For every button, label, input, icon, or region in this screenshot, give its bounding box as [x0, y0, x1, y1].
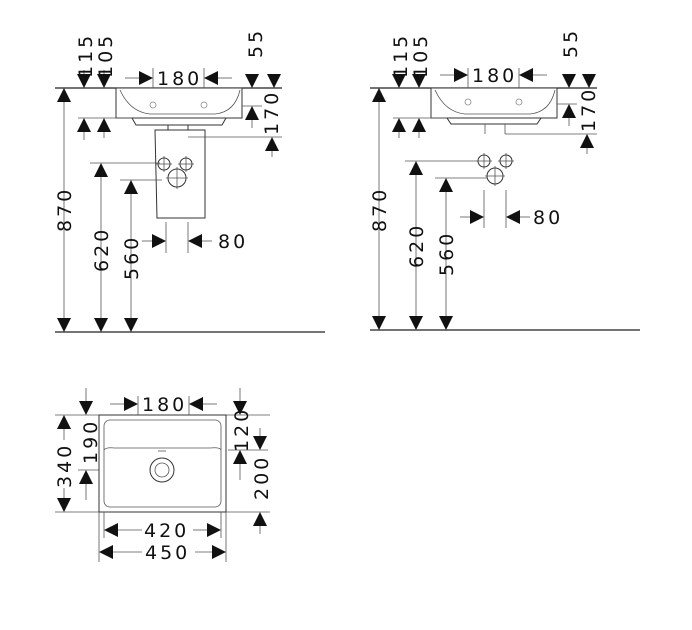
dim-620: 620: [91, 227, 113, 272]
dim-180: 180: [472, 65, 517, 87]
dim-190: 190: [80, 419, 102, 464]
dim-340: 340: [54, 443, 76, 488]
dim-105: 105: [410, 33, 432, 78]
dim-180: 180: [157, 68, 202, 90]
dim-55: 55: [245, 28, 267, 58]
dim-450: 450: [145, 542, 190, 564]
dim-115: 115: [75, 33, 97, 78]
dim-200: 200: [251, 455, 273, 500]
dim-80: 80: [218, 231, 248, 253]
front-view-pedestal: 870 620 560 115 105 180 55 170 80: [54, 28, 325, 333]
dim-170: 170: [578, 87, 600, 132]
dim-870: 870: [369, 187, 391, 232]
dim-115: 115: [390, 33, 412, 78]
dim-560: 560: [121, 235, 143, 280]
plan-view: 180 340 190 120 200 420 450: [54, 388, 273, 564]
dim-420: 420: [144, 520, 189, 542]
basin-outline: [115, 87, 243, 119]
front-view-wall: 870 620 560 115 105 180 55 170 80: [369, 28, 640, 331]
dim-80: 80: [533, 207, 563, 229]
dim-560: 560: [436, 231, 458, 276]
dim-180: 180: [142, 394, 187, 416]
dim-870: 870: [54, 187, 76, 232]
dim-170: 170: [261, 90, 283, 135]
dim-120: 120: [231, 407, 253, 452]
dim-55: 55: [560, 28, 582, 58]
drain: [149, 457, 175, 483]
basin-outline: [430, 87, 558, 119]
dim-620: 620: [406, 223, 428, 268]
dim-105: 105: [95, 33, 117, 78]
